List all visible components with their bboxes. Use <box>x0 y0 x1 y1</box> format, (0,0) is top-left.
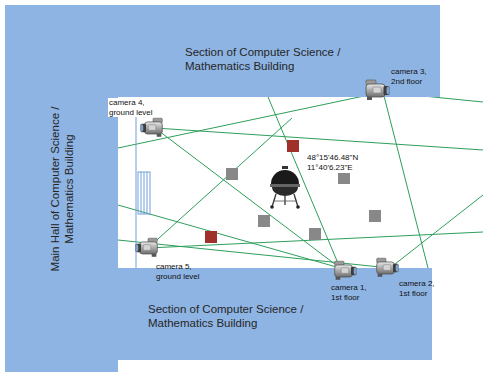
camera-icon <box>140 118 162 137</box>
camera-icon <box>335 261 357 280</box>
view-line <box>383 97 483 102</box>
camera-label: camera 5, ground level <box>156 262 216 281</box>
view-line <box>118 240 390 268</box>
view-line <box>118 97 383 148</box>
view-line <box>155 128 483 150</box>
coordinate-text: 11°40'6.23"E <box>306 163 354 173</box>
grill-icon <box>270 166 300 209</box>
camera-icon <box>366 80 390 100</box>
camera-icon <box>377 258 399 277</box>
view-line <box>118 205 340 268</box>
view-line <box>390 195 483 268</box>
camera-icon <box>135 238 157 257</box>
object-markers <box>205 140 381 243</box>
building-name: Section of Computer Science / Mathematic… <box>185 45 365 73</box>
main-hall: Main Hall of Computer Science / Mathemat… <box>5 5 118 372</box>
camera-label: camera 1, 1st floor <box>331 283 379 302</box>
camera-label: camera 4, ground level <box>108 98 162 117</box>
building-name: Section of Computer Science / Mathematic… <box>148 302 328 330</box>
camera-icons <box>135 80 398 280</box>
building-section: Section of Computer Science / Mathematic… <box>118 268 432 360</box>
view-line <box>268 97 340 268</box>
camera-label: camera 2, 1st floor <box>399 279 443 298</box>
camera-view-lines <box>118 97 483 268</box>
view-line <box>383 97 428 268</box>
coordinate-text: 48°15'46.48"N <box>306 153 359 163</box>
camera-label: camera 3, 2nd floor <box>391 67 441 86</box>
building-name: Main Hall of Computer Science / Mathemat… <box>48 91 76 286</box>
view-line <box>148 118 292 248</box>
